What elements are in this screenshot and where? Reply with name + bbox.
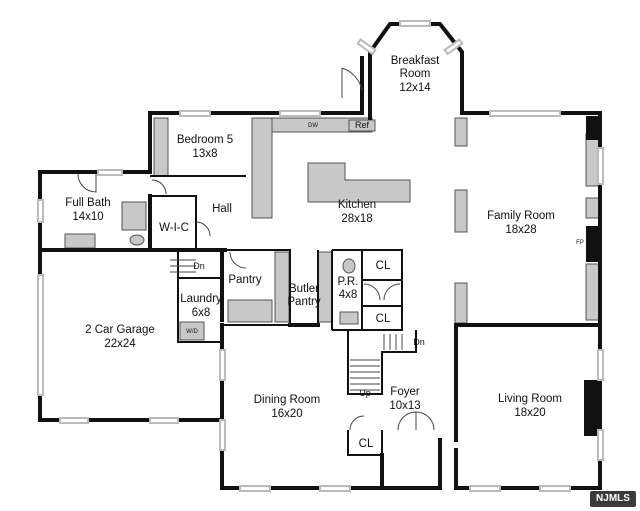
fp-surround-low	[585, 263, 601, 321]
foyer-label: Foyer	[390, 386, 420, 398]
hall-label: Hall	[212, 203, 232, 215]
fixtures	[64, 116, 602, 436]
kitchen-side-counter	[251, 117, 273, 219]
family-column-top	[454, 117, 468, 147]
living-room-dims: 18x20	[514, 407, 545, 419]
pantry-label: Pantry	[228, 274, 261, 286]
appliance-labels: Ref DW W/D FP FP	[186, 120, 596, 412]
ref-box	[348, 119, 376, 132]
garage-label: 2 Car Garage	[85, 324, 155, 336]
garage-dims: 22x24	[104, 338, 136, 350]
family-room-label: Family Room	[487, 210, 555, 222]
kitchen-dims: 28x18	[341, 213, 372, 225]
family-fp-label: FP	[576, 240, 584, 246]
njmls-logo: NJMLS	[590, 491, 636, 507]
stair-labels: Dn Dn Up	[193, 261, 425, 398]
pr-sink	[339, 311, 359, 325]
kitchen-island	[307, 162, 411, 203]
bedroom-closet	[153, 117, 169, 177]
washer-dryer-label: W/D	[186, 329, 198, 335]
butler-pantry-counter-2	[317, 251, 333, 323]
fp-surround-mid	[585, 197, 601, 219]
bedroom-5-dims: 13x8	[193, 148, 218, 160]
closet-lower-label: CL	[376, 313, 391, 325]
laundry-dims: 6x8	[192, 307, 211, 319]
dw-label: DW	[308, 123, 318, 129]
bedroom-5-label: Bedroom 5	[177, 134, 233, 146]
doors	[77, 67, 435, 431]
washer-dryer-box	[179, 321, 205, 341]
butler-pantry-label-1: Butler	[289, 283, 319, 295]
family-room-dims: 18x28	[505, 224, 536, 236]
toilet	[129, 234, 145, 246]
living-room-label: Living Room	[498, 393, 562, 405]
living-fireplace-icon	[584, 380, 600, 436]
dining-room-label: Dining Room	[254, 394, 320, 406]
laundry-label: Laundry	[180, 293, 222, 305]
family-fireplace-icon	[586, 226, 600, 262]
breakfast-room-dims: 12x14	[399, 82, 431, 94]
ref-label: Ref	[355, 120, 370, 130]
closet-upper-label: CL	[376, 260, 391, 272]
butler-pantry-label-2: Pantry	[287, 296, 320, 308]
breakfast-room-label-1: Breakfast	[391, 55, 440, 67]
wic-label: W-I-C	[159, 222, 189, 234]
shower	[121, 201, 147, 231]
full-bath-dims: 14x10	[72, 211, 103, 223]
stairs-up-label: Up	[359, 388, 371, 398]
stairs-down-foyer-label: Dn	[413, 337, 425, 347]
dining-room-dims: 16x20	[271, 408, 302, 420]
pr-toilet	[342, 258, 356, 274]
windows	[37, 20, 604, 492]
powder-room-label: P.R.	[338, 276, 359, 288]
kitchen-label: Kitchen	[338, 199, 376, 211]
vanity	[64, 233, 96, 249]
room-labels: Breakfast Room 12x14 Bedroom 5 13x8 Full…	[65, 55, 562, 450]
powder-room-dims: 4x8	[339, 289, 358, 301]
butler-pantry-counter	[274, 251, 290, 323]
breakfast-room-label-2: Room	[400, 68, 431, 80]
foyer-dims: 10x13	[389, 400, 420, 412]
stairs-down-hall-label: Dn	[193, 261, 205, 271]
foyer-closet-label: CL	[359, 438, 374, 450]
family-column-low	[454, 282, 468, 324]
full-bath-label: Full Bath	[65, 197, 110, 209]
living-fp-label: FP	[588, 406, 596, 412]
pantry-shelf	[227, 299, 273, 323]
family-column-mid	[454, 189, 468, 233]
